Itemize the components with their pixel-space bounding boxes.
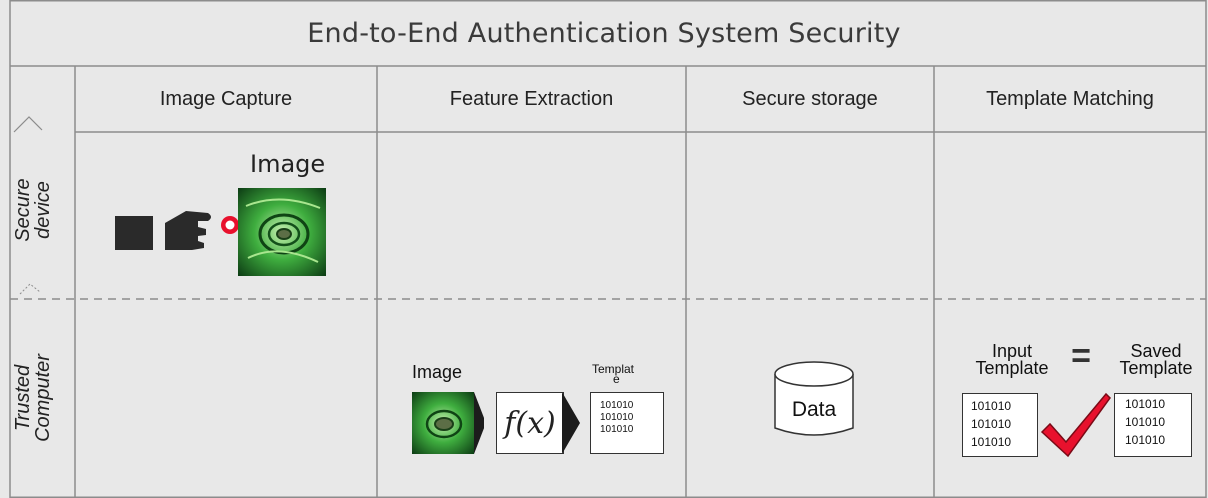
extraction-template-box: 101010 101010 101010 <box>590 392 664 454</box>
extraction-image-label: Image <box>412 362 463 382</box>
row-header-secure-device: Secure device <box>12 178 54 242</box>
column-header-feature-extraction: Feature Extraction <box>449 87 614 110</box>
extraction-fingerprint-icon <box>412 392 484 454</box>
capture-image-label: Image <box>250 150 326 178</box>
extraction-template-label: Templat <box>592 362 635 376</box>
storage-data-label: Data <box>791 398 837 421</box>
diagram-title: End-to-End Authentication System Securit… <box>307 17 901 49</box>
extraction-template-label-wrap: e <box>613 372 620 386</box>
database-cylinder-icon <box>774 361 854 436</box>
column-header-secure-storage: Secure storage <box>742 87 878 110</box>
finger-on-sensor-icon <box>115 211 239 250</box>
fingerprint-image-icon <box>238 188 326 276</box>
input-template-label: Input Template <box>975 341 1049 378</box>
checkmark-icon <box>1040 392 1111 458</box>
column-header-template-matching: Template Matching <box>986 87 1154 110</box>
feature-function-box: f(x) <box>496 392 564 454</box>
saved-template-box: 101010 101010 101010 <box>1114 393 1192 457</box>
row-header-trusted-computer: Trusted Computer <box>12 354 54 442</box>
saved-template-label: Saved Template <box>1119 341 1193 378</box>
equals-sign: = <box>1071 337 1091 375</box>
function-arrow-icon <box>562 392 580 454</box>
column-header-image-capture: Image Capture <box>159 87 293 110</box>
input-template-box: 101010 101010 101010 <box>962 393 1038 457</box>
